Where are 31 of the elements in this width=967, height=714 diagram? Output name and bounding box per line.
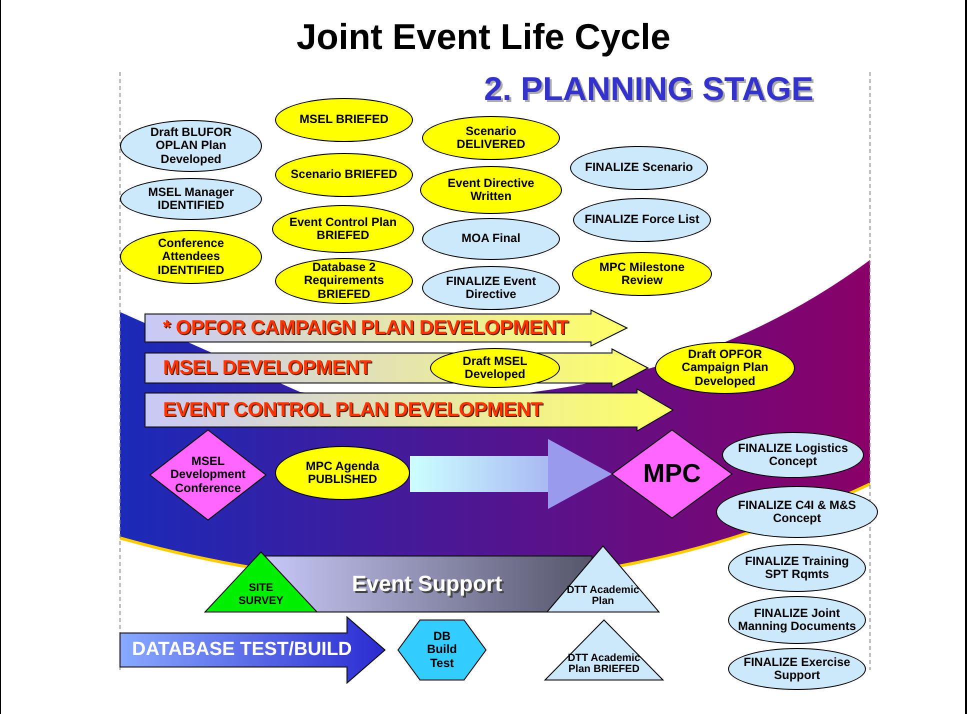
- milestone-ellipse: MSEL Manager IDENTIFIED: [120, 178, 262, 220]
- milestone-ellipse: Scenario BRIEFED: [275, 153, 413, 197]
- hexagon-shape: DB Build Test: [398, 620, 486, 680]
- milestone-ellipse: MPC Milestone Review: [572, 252, 712, 296]
- milestone-ellipse: FINALIZE Joint Manning Documents: [728, 596, 866, 644]
- milestone-ellipse: FINALIZE Exercise Support: [728, 648, 866, 690]
- block-arrow: DATABASE TEST/BUILD: [120, 617, 385, 683]
- stage-banner: * OPFOR CAMPAIGN PLAN DEVELOPMENT: [145, 310, 627, 346]
- milestone-ellipse: FINALIZE Event Directive: [422, 266, 560, 310]
- milestone-ellipse: Event Control Plan BRIEFED: [272, 205, 414, 253]
- milestone-ellipse: FINALIZE Training SPT Rqmts: [728, 544, 866, 592]
- stage-heading: 2. PLANNING STAGE: [484, 70, 814, 108]
- milestone-ellipse: Event Directive Written: [420, 166, 562, 214]
- milestone-ellipse: FINALIZE Scenario: [570, 146, 708, 190]
- decision-diamond: MPC: [612, 430, 732, 518]
- milestone-ellipse: Draft BLUFOR OPLAN Plan Developed: [120, 120, 262, 172]
- milestone-ellipse: MSEL BRIEFED: [275, 98, 413, 142]
- milestone-ellipse: MOA Final: [422, 218, 560, 260]
- triangle-shape: SITE SURVEY: [205, 552, 317, 612]
- milestone-ellipse: Scenario DELIVERED: [422, 116, 560, 160]
- stage-banner: [145, 349, 648, 387]
- milestone-ellipse: Draft MSEL Developed: [430, 348, 560, 388]
- banner-label: MSEL DEVELOPMENT: [163, 356, 372, 380]
- milestone-ellipse: Database 2 Requirements BRIEFED: [275, 258, 413, 304]
- decision-diamond: MSEL Development Conference: [150, 430, 266, 520]
- triangle-shape: DTT Academic Plan BRIEFED: [545, 620, 663, 680]
- triangle-shape: DTT Academic Plan: [547, 546, 659, 612]
- milestone-ellipse: FINALIZE Force List: [573, 198, 711, 242]
- title: Joint Event Life Cycle: [295, 16, 672, 58]
- block-arrow: [410, 439, 612, 509]
- milestone-ellipse: Conference Attendees IDENTIFIED: [120, 230, 262, 284]
